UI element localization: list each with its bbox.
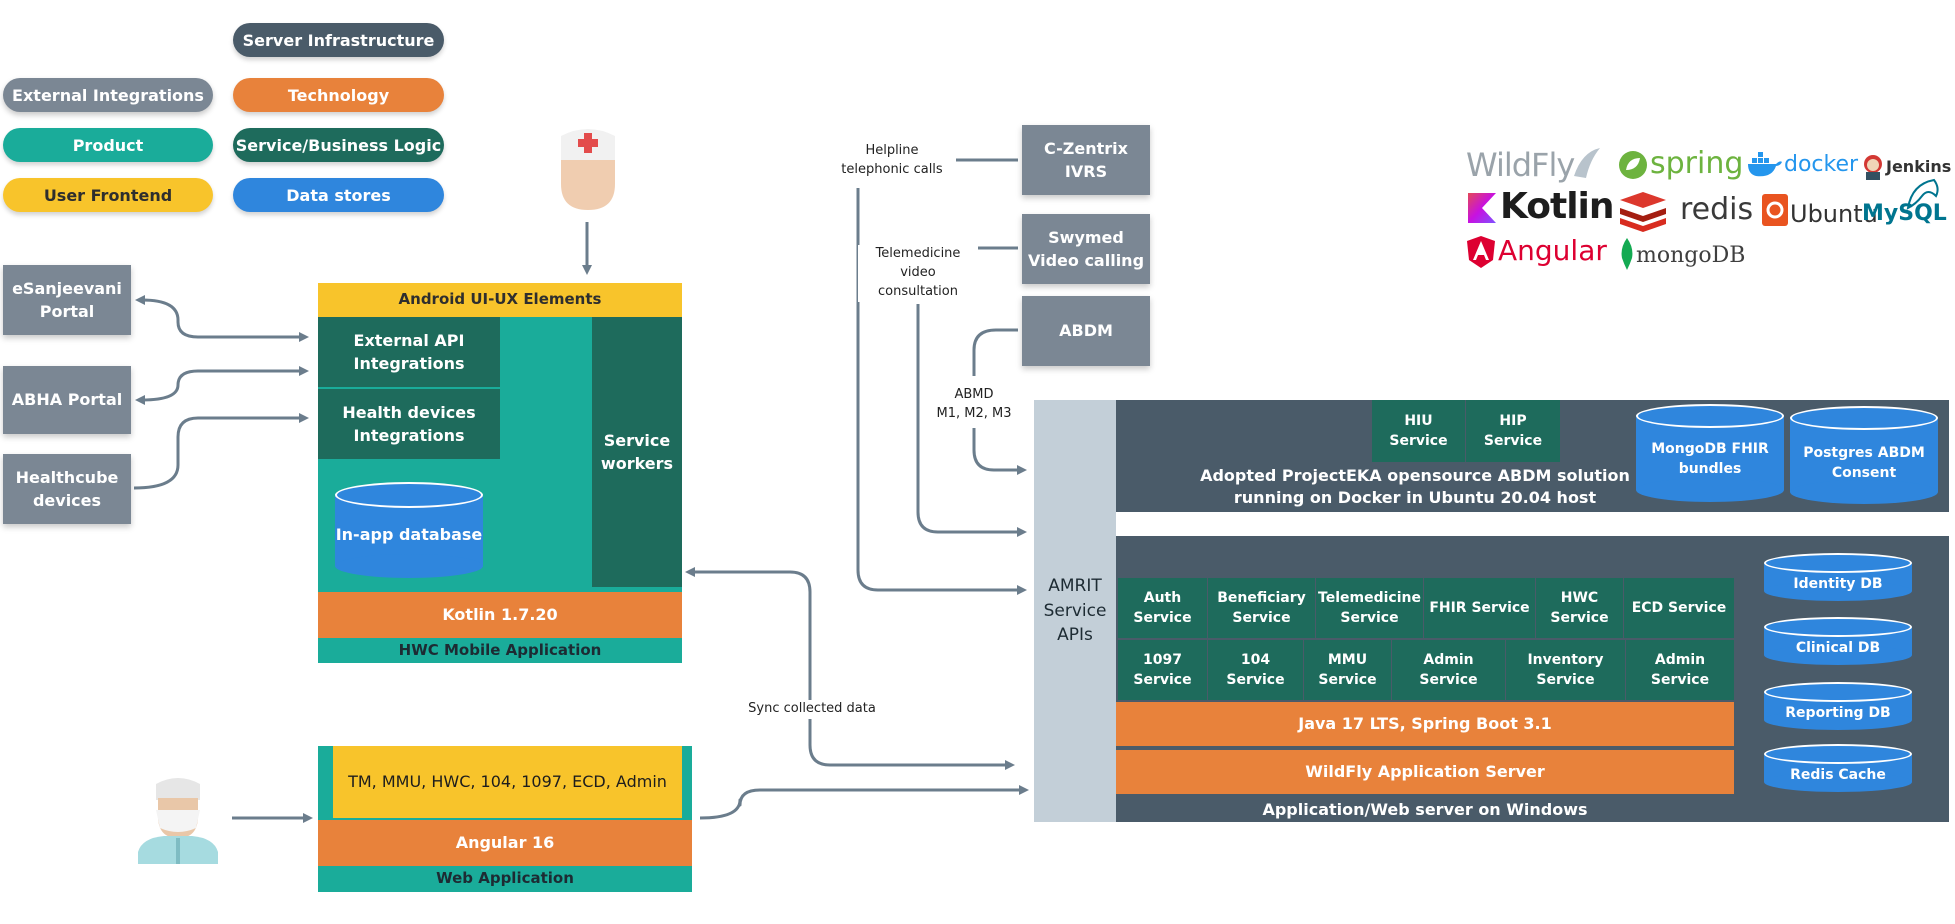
abmd-label: ABMD M1, M2, M3 [926, 386, 1022, 424]
hiu-service: HIU Service [1372, 400, 1466, 462]
104-service: 104 Service [1208, 640, 1304, 700]
spring-logo: spring [1650, 146, 1744, 181]
ubuntu-logo: Ubuntu [1790, 200, 1878, 228]
mysql-dolphin-icon [1906, 178, 1939, 210]
nurse-icon [561, 129, 615, 210]
ecd-service: ECD Service [1624, 578, 1734, 638]
hwc-service: HWC Service [1536, 578, 1624, 638]
czentrix-ivrs: C-Zentrix IVRS [1022, 125, 1150, 195]
postgres-abdm-consent: Postgres ABDM Consent [1790, 406, 1938, 504]
abha-portal: ABHA Portal [3, 366, 131, 434]
hip-service: HIP Service [1466, 400, 1560, 462]
sync-label: Sync collected data [746, 700, 878, 719]
legend-product: Product [3, 128, 213, 162]
legend-technology: Technology [233, 78, 444, 112]
angular-logo: Angular [1498, 234, 1607, 267]
admin-service-1: Admin Service [1392, 640, 1506, 700]
mobile-app-title: HWC Mobile Application [318, 638, 682, 663]
helpline-line [856, 188, 1027, 595]
esanjeevani-connector [135, 295, 309, 342]
abdm-box: ABDM [1022, 296, 1150, 366]
esanjeevani-portal: eSanjeevani Portal [3, 265, 131, 335]
legend-external-integrations: External Integrations [3, 78, 213, 112]
identity-db: Identity DB [1764, 553, 1912, 601]
abha-connector [135, 366, 309, 405]
telemedicine-label: Telemedicine video consultation [858, 245, 978, 302]
java-spring-boot: Java 17 LTS, Spring Boot 3.1 [1116, 702, 1734, 746]
jenkins-logo: Jenkins [1886, 157, 1952, 176]
auth-service: Auth Service [1118, 578, 1208, 638]
external-api-integrations: External API Integrations [318, 317, 500, 387]
sync-connector [685, 567, 1015, 770]
inventory-service: Inventory Service [1506, 640, 1626, 700]
telemedicine-service: Telemedicine Service [1316, 578, 1424, 638]
1097-service: 1097 Service [1118, 640, 1208, 700]
legend-user-frontend: User Frontend [3, 178, 213, 212]
web-to-amrit-connector [699, 785, 1029, 820]
fhir-service: FHIR Service [1424, 578, 1536, 638]
telemedicine-line [916, 304, 1027, 537]
healthcube-connector [133, 413, 309, 490]
healthcube-devices: Healthcube devices [3, 454, 131, 524]
service-workers: Service workers [592, 317, 682, 587]
mongodb-logo: mongoDB [1636, 243, 1746, 268]
redis-cache: Redis Cache [1764, 744, 1912, 792]
redis-icon [1620, 192, 1666, 232]
abmd-line [972, 428, 1027, 475]
mongodb-leaf-icon [1621, 238, 1633, 270]
kotlin-icon [1468, 193, 1496, 223]
amrit-service-apis: AMRIT Service APIs [1034, 400, 1116, 822]
clinical-db: Clinical DB [1764, 617, 1912, 665]
legend-server-infrastructure: Server Infrastructure [233, 23, 444, 57]
angular-version: Angular 16 [318, 820, 692, 866]
in-app-database: In-app database [335, 482, 483, 578]
doctor-icon [138, 778, 218, 864]
redis-logo: redis [1680, 192, 1754, 227]
spring-leaf-icon [1619, 151, 1647, 179]
health-devices-integrations: Health devices Integrations [318, 389, 500, 459]
kotlin-version: Kotlin 1.7.20 [318, 592, 682, 638]
mmu-service: MMU Service [1304, 640, 1392, 700]
docker-logo: docker [1784, 152, 1859, 177]
beneficiary-service: Beneficiary Service [1208, 578, 1316, 638]
wildfly-app-server: WildFly Application Server [1116, 750, 1734, 794]
jenkins-icon [1864, 155, 1882, 180]
android-ui-ux: Android UI-UX Elements [318, 283, 682, 317]
legend-data-stores: Data stores [233, 178, 444, 212]
swymed-video-calling: Swymed Video calling [1022, 214, 1150, 284]
abdm-connector [972, 328, 1018, 376]
docker-whale-icon [1748, 152, 1782, 177]
mysql-logo: MySQL [1862, 201, 1947, 226]
wildfly-bird-icon [1574, 148, 1600, 178]
mongodb-fhir-bundles: MongoDB FHIR bundles [1636, 404, 1784, 502]
appserver-title: Application/Web server on Windows [1262, 800, 1588, 820]
web-frontend-modules: TM, MMU, HWC, 104, 1097, ECD, Admin [333, 746, 682, 818]
reporting-db: Reporting DB [1764, 682, 1912, 730]
kotlin-logo: Kotlin [1500, 186, 1615, 227]
eka-title: Adopted ProjectEKA opensource ABDM solut… [1200, 466, 1630, 507]
helpline-label: Helpline telephonic calls [828, 142, 956, 180]
wildfly-logo: WildFly [1466, 146, 1575, 184]
admin-service-2: Admin Service [1626, 640, 1734, 700]
legend-service-business-logic: Service/Business Logic [233, 128, 444, 162]
web-app-title: Web Application [318, 866, 692, 892]
angular-icon [1467, 236, 1495, 268]
ubuntu-icon [1762, 194, 1788, 226]
